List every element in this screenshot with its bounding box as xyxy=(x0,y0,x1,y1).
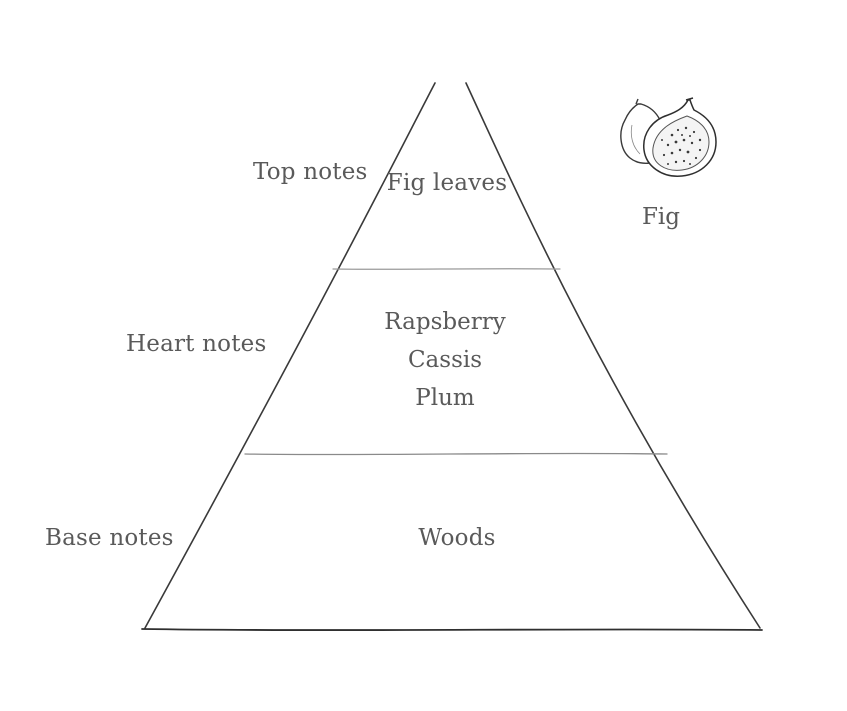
top-note-fig-leaves: Fig leaves xyxy=(386,170,508,196)
heart-note-raspberry: Rapsberry xyxy=(384,309,506,335)
pyramid-right-edge xyxy=(465,82,761,629)
tier-label-heart: Heart notes xyxy=(126,331,267,357)
tier-label-base: Base notes xyxy=(45,525,174,551)
fig-caption: Fig xyxy=(641,204,681,230)
heart-notes-list: Rapsberry Cassis Plum xyxy=(384,303,505,417)
tier-divider-middle xyxy=(244,452,668,456)
tier-label-top: Top notes xyxy=(253,159,368,185)
pyramid-base xyxy=(141,628,763,632)
heart-note-plum: Plum xyxy=(415,385,475,411)
base-note-woods: Woods xyxy=(418,525,496,551)
heart-note-cassis: Cassis xyxy=(407,347,483,373)
fig-icon xyxy=(620,97,717,177)
tier-divider-top xyxy=(332,268,561,270)
pyramid-left-edge xyxy=(144,82,436,629)
